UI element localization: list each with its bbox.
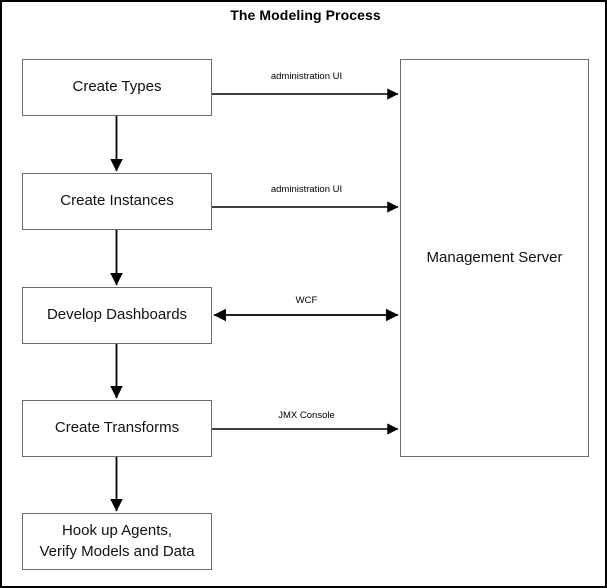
edge-label-instances-to-server: administration UI (270, 184, 343, 195)
node-hook-up-agents[interactable]: Hook up Agents, Verify Models and Data (22, 513, 212, 570)
node-management-server-label: Management Server (426, 248, 563, 266)
edge-label-dashboards-to-server: WCF (295, 295, 318, 306)
node-create-types-label: Create Types (72, 78, 162, 96)
node-create-instances[interactable]: Create Instances (22, 173, 212, 230)
node-management-server[interactable]: Management Server (400, 59, 589, 457)
page-title: The Modeling Process (230, 7, 381, 23)
edge-label-transforms-to-server: JMX Console (278, 410, 335, 421)
node-hook-up-agents-label-line-2: Verify Models and Data (39, 542, 195, 560)
edge-label-types-to-server: administration UI (270, 71, 343, 82)
node-create-types[interactable]: Create Types (22, 59, 212, 116)
node-create-transforms-label: Create Transforms (54, 419, 180, 437)
node-create-instances-label: Create Instances (60, 192, 174, 210)
node-create-transforms[interactable]: Create Transforms (22, 400, 212, 457)
node-develop-dashboards[interactable]: Develop Dashboards (22, 287, 212, 344)
node-hook-up-agents-label-line-1: Hook up Agents, (61, 522, 173, 540)
node-develop-dashboards-label: Develop Dashboards (46, 306, 188, 324)
